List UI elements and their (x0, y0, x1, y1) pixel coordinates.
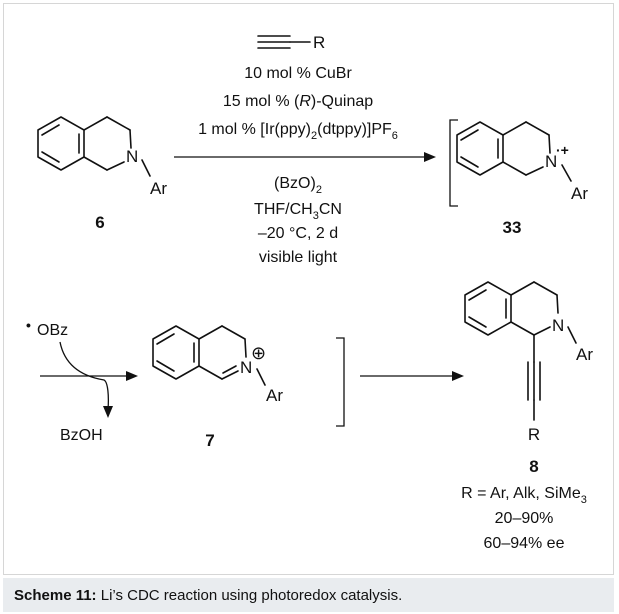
reaction-arrow-second (360, 371, 464, 381)
caption-text: Li’s CDC reaction using photoredox catal… (96, 587, 403, 604)
compound-33-label: 33 (503, 218, 522, 237)
compound-33-ar: Ar (571, 184, 588, 203)
radical-dot: • (26, 317, 31, 333)
condition-cubr: 10 mol % CuBr (244, 65, 352, 82)
compound-6-ar: Ar (150, 179, 167, 198)
radical-obz: OBz (37, 322, 68, 339)
conditions-above: 10 mol % CuBr 15 mol % (R)-Quinap 1 mol … (198, 65, 398, 142)
compound-7-ar: Ar (266, 386, 283, 405)
scheme-panel (3, 3, 614, 575)
condition-solvent: THF/CH3CN (254, 201, 342, 222)
product-yield: 20–90% (495, 510, 554, 527)
condition-oxidant: (BzO)2 (274, 175, 322, 196)
condition-temperature: –20 °C, 2 d (258, 225, 338, 242)
compound-8-n: N (552, 316, 564, 335)
compound-8-r: R (528, 425, 540, 444)
compound-7-charge: ⊕ (251, 343, 266, 363)
alkyne-r-label: R (313, 33, 325, 52)
condition-quinap: 15 mol % (R)-Quinap (223, 93, 373, 110)
compound-8-label: 8 (529, 457, 538, 476)
compound-6-n: N (126, 147, 138, 166)
radical-step: • OBz BzOH (26, 317, 138, 444)
radical-bzoh: BzOH (60, 427, 103, 444)
reaction-scheme: R 10 mol % CuBr 15 mol % (R)-Quinap 1 mo… (26, 33, 593, 552)
compound-6-label: 6 (95, 213, 104, 232)
reaction-arrow-main (174, 152, 436, 162)
compound-33-n: N (545, 152, 557, 171)
compound-8-ar: Ar (576, 345, 593, 364)
compound-7-label: 7 (205, 431, 214, 450)
compound-33-structure: N ·+ Ar 33 (449, 119, 588, 237)
compound-7-n: N (240, 358, 252, 377)
compound-33-charge: ·+ (556, 142, 569, 158)
caption-label: Scheme 11: (14, 587, 97, 604)
compound-6-structure: N Ar 6 (37, 116, 167, 232)
compound-7-structure: N ⊕ Ar 7 (152, 325, 345, 450)
product-scope: R = Ar, Alk, SiMe3 20–90% 60–94% ee (461, 485, 587, 552)
product-r-groups: R = Ar, Alk, SiMe3 (461, 485, 587, 506)
condition-light: visible light (259, 249, 338, 266)
figure-caption: Scheme 11: Li’s CDC reaction using photo… (3, 578, 614, 612)
compound-8-structure: N Ar R 8 (464, 281, 593, 476)
product-ee: 60–94% ee (484, 535, 565, 552)
condition-ir-catalyst: 1 mol % [Ir(ppy)2(dtppy)]PF6 (198, 121, 398, 142)
conditions-below: (BzO)2 THF/CH3CN –20 °C, 2 d visible lig… (254, 175, 342, 266)
alkyne-reagent: R (257, 33, 325, 52)
